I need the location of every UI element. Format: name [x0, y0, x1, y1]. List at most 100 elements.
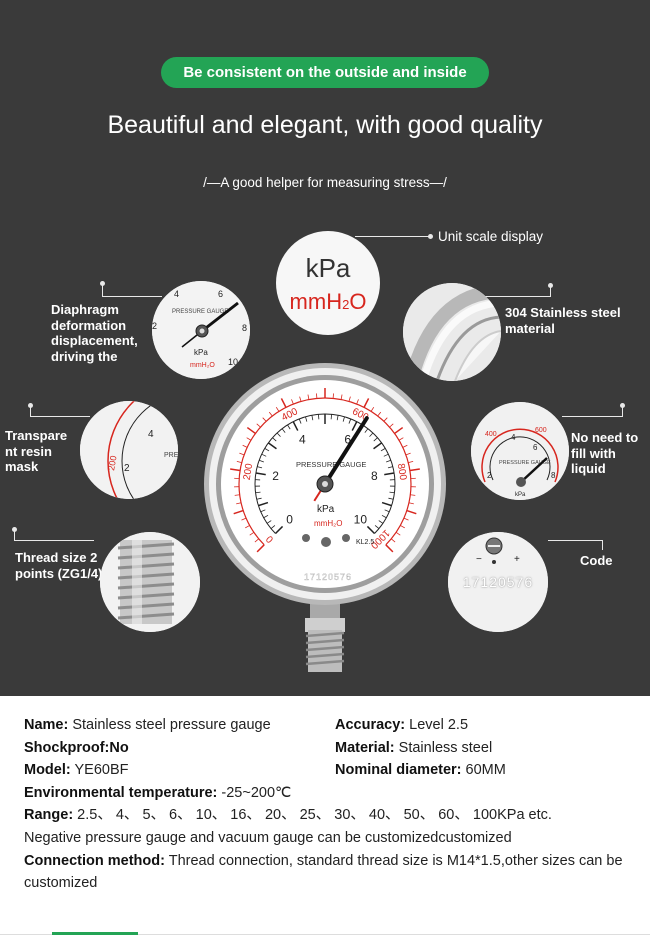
outer-tick: [299, 396, 302, 402]
inner-tick: [364, 428, 369, 433]
inner-tick: [311, 415, 314, 421]
spec-range: Range: 2.5、 4、 5、 6、 10、 16、 20、 25、 30、…: [24, 807, 552, 824]
leader-steel-h: [466, 296, 551, 297]
callout-steel: 304 Stainless steel material: [505, 305, 621, 336]
zero-adjust-screws: [302, 534, 350, 547]
leader-dot-resin: [28, 403, 33, 408]
inner-tick: [255, 472, 266, 476]
callout-liquid: No need to fill with liquid: [571, 430, 639, 476]
inner-tick: [380, 448, 386, 452]
spec-row-1: Name: Stainless steel pressure gauge Acc…: [24, 714, 644, 737]
outer-tick: [233, 509, 244, 515]
inner-tick: [281, 428, 286, 433]
inner-tick-label: 8: [371, 469, 378, 483]
outer-tick: [348, 396, 351, 402]
outer-tick: [245, 525, 250, 529]
outer-tick: [385, 544, 394, 553]
spec-model: Model: YE60BF: [24, 762, 129, 779]
outer-tick: [405, 452, 411, 456]
svg-text:8: 8: [551, 471, 556, 480]
outer-tick: [391, 538, 396, 543]
leader-dot-thread: [12, 527, 17, 532]
outer-scale-arc: [238, 397, 412, 546]
resin-mask-detail: 200 2 4 PRES: [80, 401, 178, 499]
svg-text:2: 2: [124, 463, 130, 474]
serial-code-text: 17120576: [462, 574, 534, 590]
inner-tick: [384, 509, 390, 513]
leader-steel-v: [550, 286, 551, 297]
inner-tick: [373, 437, 378, 442]
leader-diaphragm-v: [102, 284, 103, 297]
spec-row-2: Shockproof:No Material: Stainless steel: [24, 737, 644, 760]
outer-tick: [230, 468, 241, 472]
inner-tick: [255, 491, 261, 494]
outer-tick: [408, 502, 414, 505]
inner-tick: [256, 497, 262, 500]
outer-tick: [402, 444, 408, 448]
inner-tick: [272, 437, 277, 442]
callout-thread: Thread size 2 points (ZG1/4): [15, 550, 103, 581]
unit-kpa-text: kPa: [305, 253, 351, 283]
inner-tick: [258, 501, 269, 507]
svg-text:600: 600: [535, 427, 547, 434]
footer-accent-bar: [52, 932, 138, 935]
svg-text:400: 400: [485, 431, 497, 438]
spec-material: Material: Stainless steel: [335, 739, 493, 756]
inner-tick: [389, 491, 395, 494]
unit-scale-detail: kPa mmH2O: [276, 231, 380, 335]
inner-tick: [374, 525, 380, 529]
inner-scale-arc: [254, 413, 396, 534]
svg-text:2: 2: [152, 321, 157, 331]
inner-tick: [261, 453, 267, 457]
inner-tick: [292, 421, 299, 431]
inner-tick-label: 0: [286, 512, 293, 526]
spec-name: Name: Stainless steel pressure gauge: [24, 717, 271, 733]
gauge-needle: [323, 416, 369, 486]
outer-tick: [395, 532, 401, 536]
inner-tick: [274, 525, 284, 535]
inner-tick: [384, 472, 395, 476]
inner-tick: [263, 514, 269, 519]
svg-text:2: 2: [487, 471, 492, 480]
svg-text:200: 200: [106, 455, 118, 472]
inner-tick: [388, 497, 394, 500]
svg-text:kPa: kPa: [515, 492, 526, 498]
spec-connection: Connection method: Thread connection, st…: [24, 852, 623, 892]
leader-dot-steel: [548, 283, 553, 288]
svg-text:PRESSURE GAUGE: PRESSURE GAUGE: [172, 309, 228, 315]
inner-tick: [298, 418, 302, 424]
unit-mmh2o-text: mmH2O: [289, 289, 367, 314]
leader-liquid-v: [622, 406, 623, 417]
inner-tick: [287, 424, 291, 430]
inner-tick: [387, 466, 393, 469]
outer-tick: [262, 417, 267, 422]
gauge-unit2: mmH₂O: [314, 519, 342, 528]
outer-tick: [254, 538, 259, 543]
leader-dot-liquid: [620, 403, 625, 408]
outer-tick: [246, 437, 252, 441]
outer-tick-label: 200: [242, 462, 256, 481]
outer-tick: [242, 444, 248, 448]
inner-tick: [383, 453, 389, 457]
outer-tick: [239, 452, 245, 456]
leader-resin-h: [30, 416, 90, 417]
outer-tick: [410, 494, 416, 496]
outer-tick: [394, 426, 404, 435]
outer-tick: [340, 394, 343, 400]
inner-tick: [369, 432, 374, 437]
outer-tick: [236, 502, 242, 505]
spec-accuracy: Accuracy: Level 2.5: [335, 717, 469, 733]
inner-tick: [381, 514, 387, 519]
leader-dot-diaphragm: [100, 281, 105, 286]
inner-tick: [305, 416, 308, 422]
callout-code: Code: [580, 553, 613, 568]
outer-tick: [408, 460, 414, 464]
tagline-pill: Be consistent on the outside and inside: [161, 57, 489, 88]
svg-text:+: +: [514, 554, 520, 565]
inner-tick-label: 4: [299, 432, 306, 446]
thread-detail: [100, 532, 200, 632]
gauge-brand: PRESSURE GAUGE: [296, 460, 366, 469]
inner-tick-label: 6: [344, 432, 351, 446]
steel-ring-detail: [403, 283, 501, 381]
